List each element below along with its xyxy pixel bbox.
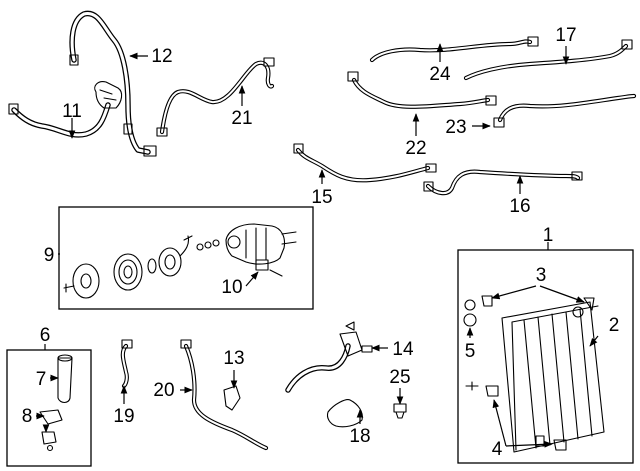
tube-20 (180, 339, 269, 451)
tube-16 (423, 169, 583, 196)
tube-22 (347, 71, 497, 109)
receiver-dryer (39, 354, 73, 452)
callout-5: 5 (465, 341, 476, 362)
callout-22: 22 (405, 138, 426, 159)
callout-23: 23 (445, 117, 466, 138)
callout-16: 16 (509, 196, 530, 217)
callout-17: 17 (555, 25, 576, 46)
callout-6: 6 (40, 325, 51, 346)
callout-3: 3 (536, 265, 547, 286)
callout-2: 2 (609, 315, 620, 336)
callout-14: 14 (392, 339, 414, 360)
callout-19: 19 (113, 406, 134, 427)
tube-23 (493, 93, 637, 128)
callout-12: 12 (151, 46, 172, 67)
compressor-group-box (58, 206, 314, 310)
bracket-18 (326, 399, 363, 428)
callout-25: 25 (389, 367, 410, 388)
compressor-assembly (63, 223, 297, 299)
condenser-group-box (457, 249, 634, 464)
callout-11: 11 (62, 101, 82, 122)
callout-9: 9 (44, 245, 55, 266)
callout-20: 20 (153, 380, 174, 401)
tube-24 (369, 36, 539, 63)
callout-labels: 1 2 3 4 5 6 7 8 9 10 11 12 13 14 15 16 1… (22, 25, 620, 460)
bracket-13 (223, 385, 241, 411)
valve-25 (393, 403, 407, 419)
receiver-group-box (6, 349, 92, 467)
discharge-tube-21 (156, 57, 275, 137)
callout-24: 24 (429, 64, 451, 85)
callout-18: 18 (349, 426, 370, 447)
callout-7: 7 (36, 369, 47, 390)
callout-15: 15 (311, 187, 332, 208)
tube-15 (293, 143, 437, 183)
hose-assembly-14 (285, 321, 373, 393)
hose-19 (120, 339, 133, 389)
callout-8: 8 (22, 406, 33, 427)
callout-1: 1 (543, 225, 554, 246)
callout-21: 21 (231, 108, 252, 129)
suction-hose-11 (8, 81, 123, 138)
leader-lines (36, 43, 599, 448)
callout-4: 4 (492, 439, 503, 460)
discharge-hose-12 (69, 10, 157, 157)
callout-10: 10 (221, 277, 242, 298)
callout-13: 13 (223, 348, 244, 369)
condenser-assembly (463, 295, 605, 453)
